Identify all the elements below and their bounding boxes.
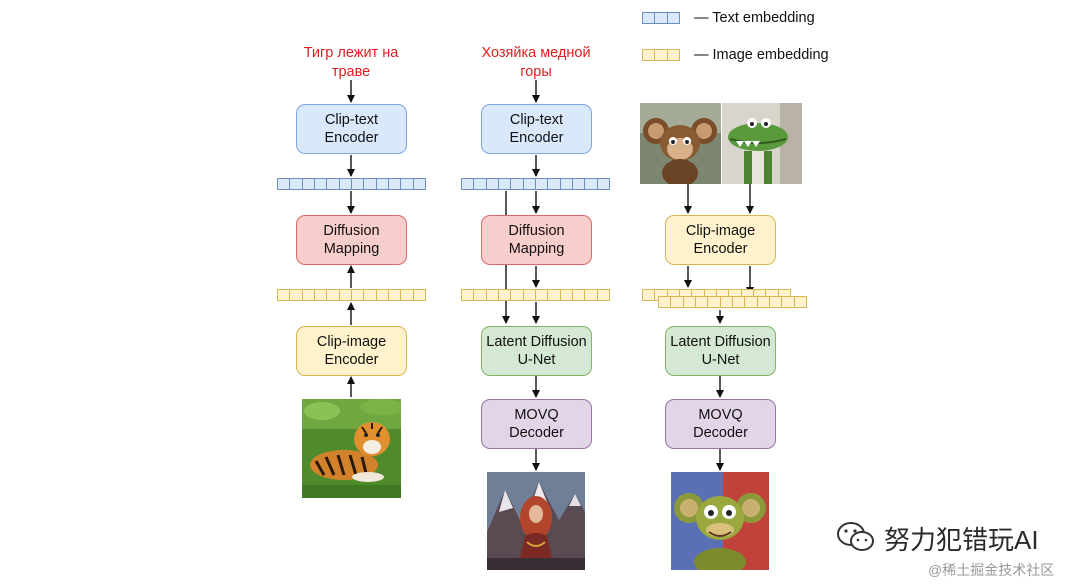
legend-text-embedding-label: — Text embedding	[694, 10, 815, 26]
crocodile-gena-image	[722, 103, 802, 184]
legend-text-embedding-swatch	[642, 12, 680, 24]
text-embedding-strip-1	[277, 178, 426, 190]
text-embedding-strip-2	[461, 178, 610, 190]
legend-image-embedding-label: — Image embedding	[694, 47, 829, 63]
watermark-wechat-icon	[836, 520, 876, 559]
watermark-main-text: 努力犯错玩AI	[884, 525, 1039, 555]
watermark-sub-text: @稀土掘金技术社区	[928, 562, 1055, 578]
clip-image-encoder-3: Clip-image Encoder	[665, 215, 776, 265]
diffusion-mapping-1: Diffusion Mapping	[296, 215, 407, 265]
blended-creature-image	[671, 472, 769, 570]
latent-diffusion-unet-3: Latent Diffusion U-Net	[665, 326, 776, 376]
cheburashka-image	[640, 103, 721, 184]
clip-text-encoder-2: Clip-text Encoder	[481, 104, 592, 154]
movq-decoder-3: MOVQ Decoder	[665, 399, 776, 449]
latent-diffusion-unet-2: Latent Diffusion U-Net	[481, 326, 592, 376]
movq-decoder-2: MOVQ Decoder	[481, 399, 592, 449]
image-embedding-strip-3b	[658, 296, 807, 308]
tiger-image	[302, 399, 401, 498]
prompt-mistress: Хозяйка медной горы	[481, 45, 591, 80]
diffusion-mapping-2: Diffusion Mapping	[481, 215, 592, 265]
prompt-tiger: Тигр лежит на траве	[303, 45, 399, 80]
clip-text-encoder-1: Clip-text Encoder	[296, 104, 407, 154]
image-embedding-strip-2	[461, 289, 610, 301]
clip-image-encoder-1: Clip-image Encoder	[296, 326, 407, 376]
image-embedding-strip-1	[277, 289, 426, 301]
mistress-image	[487, 472, 585, 570]
legend-image-embedding-swatch	[642, 49, 680, 61]
